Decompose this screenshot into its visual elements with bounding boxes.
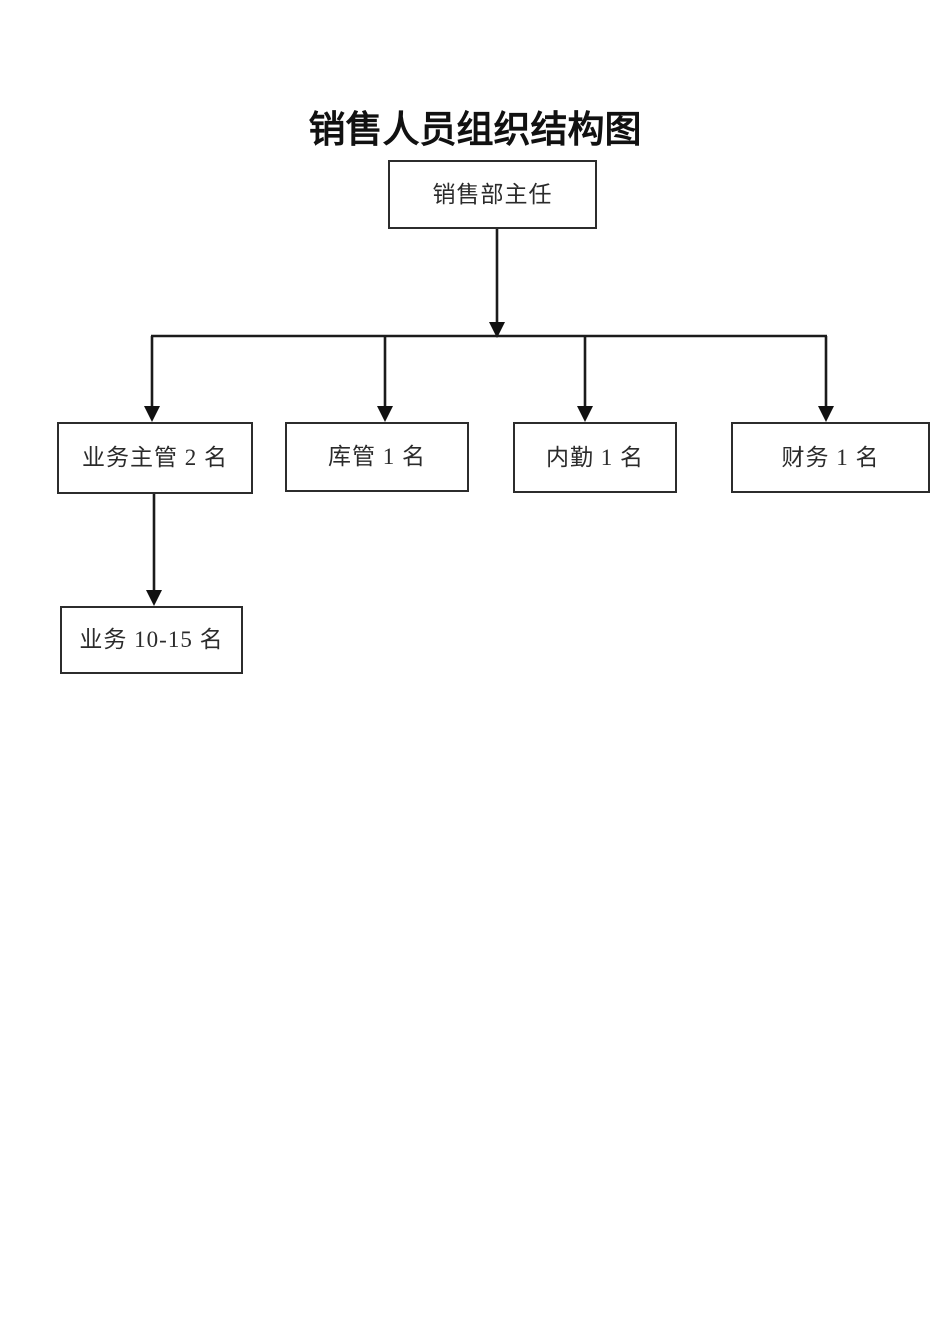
node-box-office-clerk[interactable]: 内勤 1 名 — [513, 422, 677, 493]
node-box-sales-director[interactable]: 销售部主任 — [388, 160, 597, 229]
arrowhead-bar-to-warehouse — [377, 406, 393, 422]
arrowhead-root-to-bar — [489, 322, 505, 338]
arrowhead-bar-to-office-clerk — [577, 406, 593, 422]
node-box-finance[interactable]: 财务 1 名 — [731, 422, 930, 493]
arrowhead-bar-to-finance — [818, 406, 834, 422]
arrowhead-bar-to-sales-supervisor — [144, 406, 160, 422]
arrowhead-supervisor-to-staff — [146, 590, 162, 606]
node-box-sales-supervisor[interactable]: 业务主管 2 名 — [57, 422, 253, 494]
node-box-sales-staff[interactable]: 业务 10-15 名 — [60, 606, 243, 674]
page-title: 销售人员组织结构图 — [308, 108, 642, 151]
node-box-warehouse-keeper[interactable]: 库管 1 名 — [285, 422, 469, 492]
